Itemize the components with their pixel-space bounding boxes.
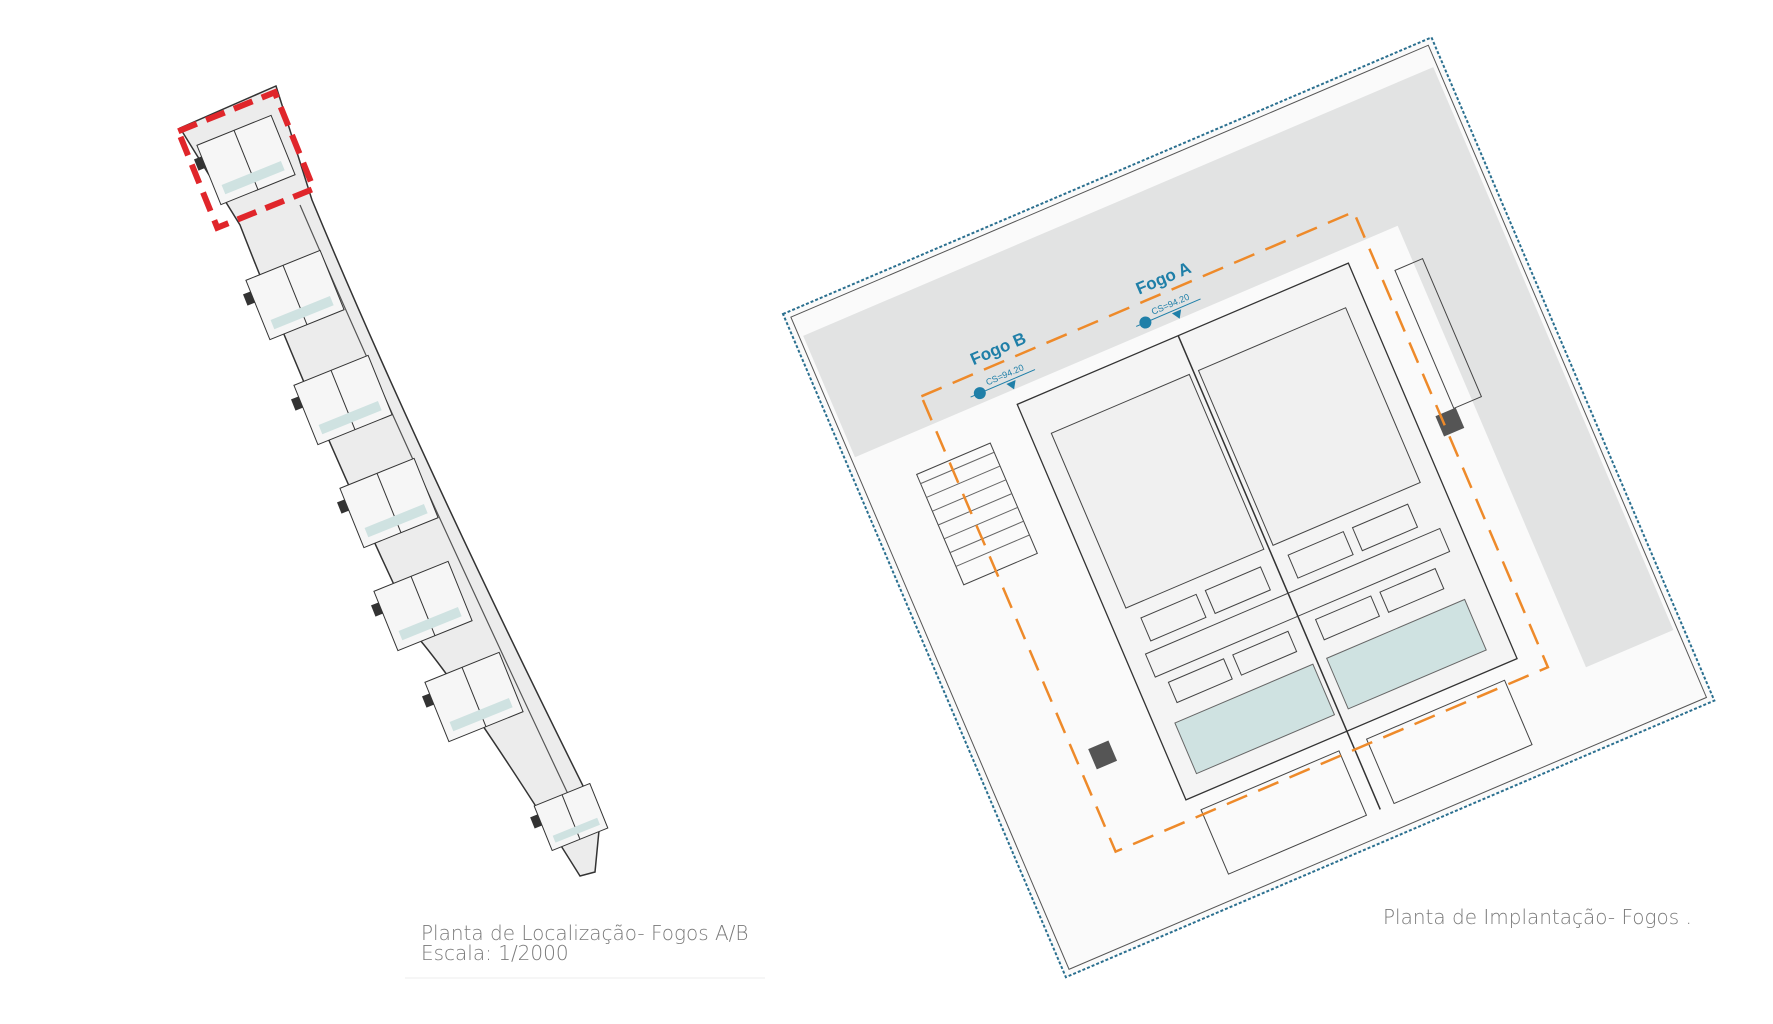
parking-stripes xyxy=(920,451,1030,567)
site-plan: CS=94.20 Fogo B CS=94.20 Fogo A xyxy=(781,36,1716,979)
pool-b xyxy=(1174,663,1336,775)
unit-block xyxy=(371,560,473,652)
pool-a xyxy=(1326,598,1487,710)
highlight-frame xyxy=(174,88,318,232)
location-plan-title: Planta de Localização- Fogos A/B xyxy=(421,921,749,945)
unit-block xyxy=(530,782,609,852)
site-plan-title: Planta de Implantação- Fogos . xyxy=(1383,905,1692,929)
unit-block xyxy=(337,457,439,549)
location-plan xyxy=(174,84,609,877)
unit-block xyxy=(291,354,393,446)
access-road xyxy=(803,67,1674,668)
unit-block xyxy=(243,249,345,341)
location-plan-scale: Escala: 1/2000 xyxy=(421,941,569,965)
unit-block xyxy=(194,114,296,206)
implantation-boundary xyxy=(919,210,1550,854)
unit-block xyxy=(422,651,524,743)
